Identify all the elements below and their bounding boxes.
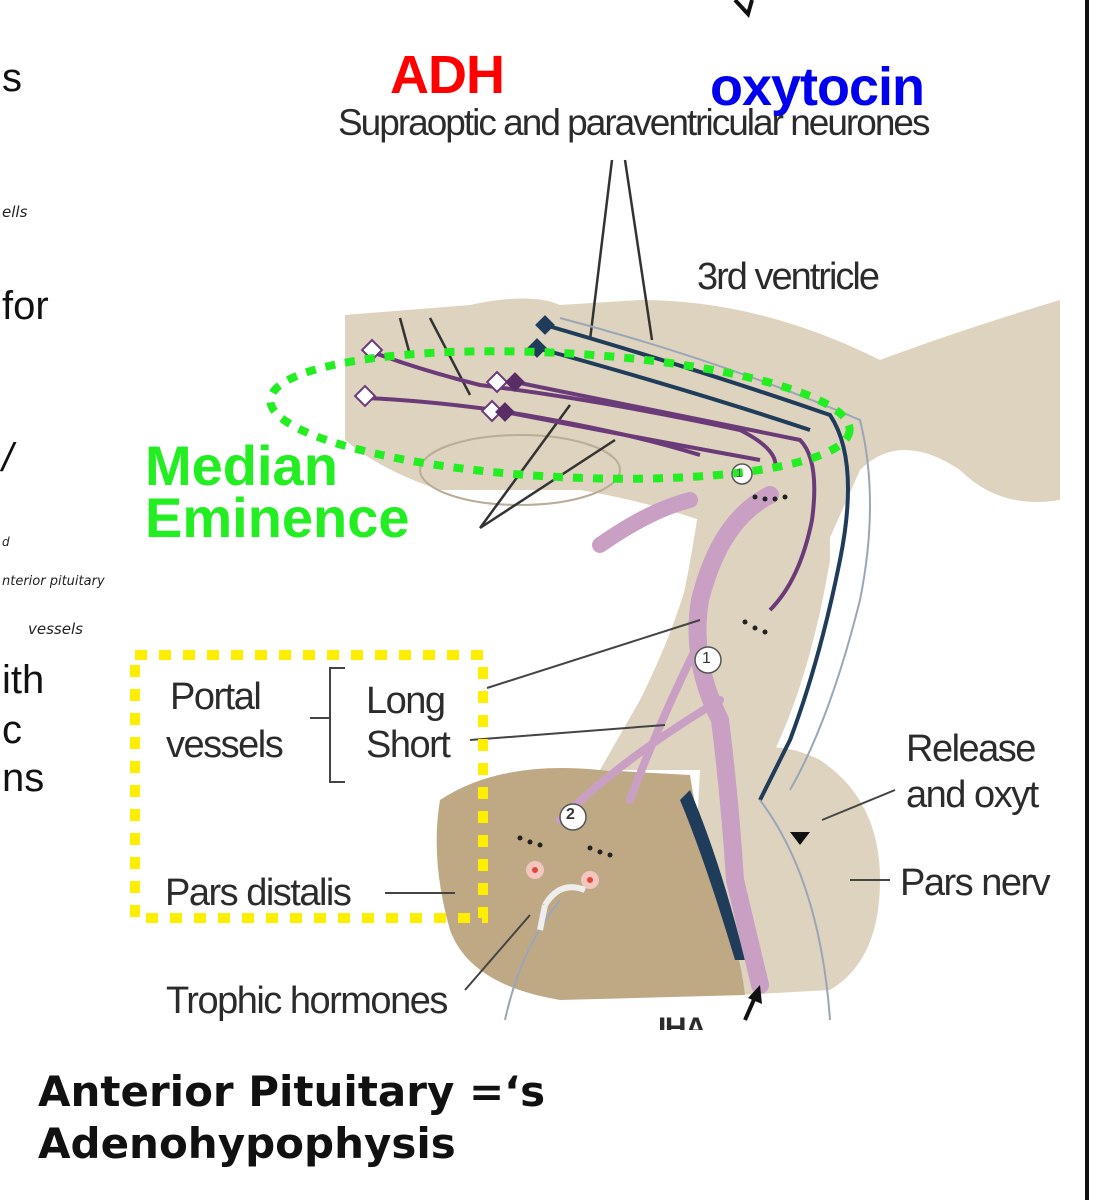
trophic-hormones-label: Trophic hormones (166, 980, 448, 1022)
numbered-markers (559, 463, 753, 831)
marker-2: 2 (566, 806, 575, 823)
pars-nervosa-label: Pars nerv (900, 862, 1051, 904)
slide-text-slash: / (2, 436, 14, 480)
slide-text-s: s (2, 56, 22, 100)
portal-vessels-highlight-box (130, 650, 488, 923)
slide-text-with: ith (2, 658, 45, 702)
handwriting-vessels: vessels (28, 620, 83, 638)
slide-text-ns: ns (2, 756, 45, 800)
oxytocin-label: oxytocin (710, 57, 925, 117)
release-label-line1: Release (906, 728, 1036, 770)
slide-text-for: for (2, 284, 49, 328)
label-leaders (310, 619, 896, 991)
neurone-leader-lines (398, 159, 654, 530)
marker-1b: 1 (702, 650, 711, 667)
portal-label: Portal (170, 676, 262, 718)
release-arrow-icon (790, 832, 810, 845)
footer-line1: Anterior Pituitary =‘s (38, 1067, 546, 1116)
handwriting-ells: ells (2, 203, 28, 221)
pars-distalis-label: Pars distalis (165, 872, 352, 914)
slide-divider (1085, 0, 1089, 1200)
capillary-dots (517, 494, 788, 858)
long-label: Long (366, 680, 446, 722)
optic-chiasm (419, 434, 621, 506)
iha-label: IHA (658, 1012, 706, 1030)
vessels-label: vessels (166, 724, 284, 766)
pale-axons (504, 317, 871, 1021)
release-label-line2: and oxyt (906, 774, 1039, 816)
adh-label: ADH (390, 45, 505, 105)
short-label: Short (366, 724, 451, 766)
intermediate-cleft (680, 790, 745, 960)
iha-arrow-icon (743, 985, 762, 1021)
footer-caption: Anterior Pituitary =‘s Adenohypophysis (38, 1066, 545, 1170)
trophic-cells (526, 861, 599, 931)
footer-line2: Adenohypophysis (38, 1119, 456, 1168)
handwriting-d: d (2, 535, 10, 549)
median-eminence-line1: Median (145, 434, 338, 497)
neurone-markers (353, 315, 555, 423)
marker-1a: 1 (736, 466, 743, 480)
slide-text-c: c (2, 708, 22, 752)
neurones-label: Supraoptic and paraventricular neurones (338, 102, 930, 143)
third-ventricle-label: 3rd ventricle (697, 256, 880, 298)
median-eminence-line2: Eminence (145, 486, 410, 549)
median-eminence-outline (266, 347, 854, 483)
handwriting-anterior-pituitary: nterior pituitary (2, 574, 105, 589)
pituitary-stalk (640, 480, 830, 760)
cropped-title-fragment (733, 0, 754, 18)
median-eminence-label: Median Eminence (145, 434, 410, 549)
